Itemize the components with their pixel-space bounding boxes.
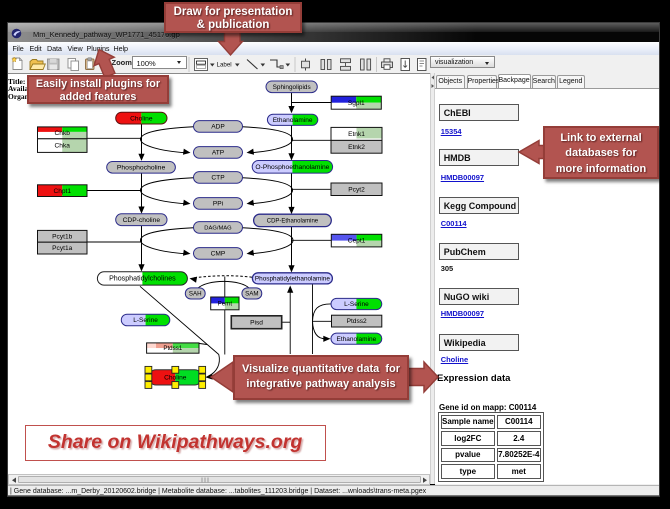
svg-text:Phosphatidylethanolamine: Phosphatidylethanolamine xyxy=(255,276,330,283)
svg-text:Label: Label xyxy=(217,61,232,68)
svg-text:O-Phosphoethanolamine: O-Phosphoethanolamine xyxy=(255,164,329,171)
svg-text:Pcyt1a: Pcyt1a xyxy=(52,245,72,252)
svg-text:ATP: ATP xyxy=(212,150,225,157)
svg-text:Ethanolamine: Ethanolamine xyxy=(337,336,377,343)
svg-text:Sgpl1: Sgpl1 xyxy=(348,100,365,107)
svg-text:Choline: Choline xyxy=(164,375,187,382)
svg-text:ADP: ADP xyxy=(211,124,225,131)
svg-text:Ethanolamine: Ethanolamine xyxy=(273,117,313,124)
svg-text:Pemt: Pemt xyxy=(218,301,233,308)
svg-text:Pcyt2: Pcyt2 xyxy=(348,186,365,193)
svg-text:CDP-choline: CDP-choline xyxy=(123,217,161,224)
svg-text:L-Serine: L-Serine xyxy=(133,317,158,324)
svg-text:Phosphatidylcholines: Phosphatidylcholines xyxy=(109,275,176,283)
svg-text:Sphingolipids: Sphingolipids xyxy=(273,84,311,91)
svg-text:PPi: PPi xyxy=(213,201,224,208)
svg-text:Chpt1: Chpt1 xyxy=(53,188,71,195)
svg-text:Etnk1: Etnk1 xyxy=(348,131,365,138)
svg-text:SAH: SAH xyxy=(189,291,202,298)
svg-text:Ptdss1: Ptdss1 xyxy=(163,345,182,352)
svg-text:DAG/MAG: DAG/MAG xyxy=(204,226,232,232)
svg-text:Pcyt1b: Pcyt1b xyxy=(52,233,72,240)
svg-text:Ptdss2: Ptdss2 xyxy=(347,318,367,325)
svg-text:SAM: SAM xyxy=(245,291,258,298)
svg-text:Cept1: Cept1 xyxy=(348,238,366,245)
svg-text:Etnk2: Etnk2 xyxy=(348,144,365,151)
svg-text:Choline: Choline xyxy=(130,115,153,122)
svg-text:CMP: CMP xyxy=(211,251,226,258)
svg-text:Chka: Chka xyxy=(55,143,71,150)
svg-text:Pisd: Pisd xyxy=(250,319,263,326)
svg-text:Chkb: Chkb xyxy=(55,130,71,137)
svg-text:Phosphocholine: Phosphocholine xyxy=(117,165,166,172)
svg-text:CTP: CTP xyxy=(211,175,225,182)
svg-text:CDP-Ethanolamine: CDP-Ethanolamine xyxy=(267,219,319,225)
svg-text:L-Serine: L-Serine xyxy=(344,301,369,308)
